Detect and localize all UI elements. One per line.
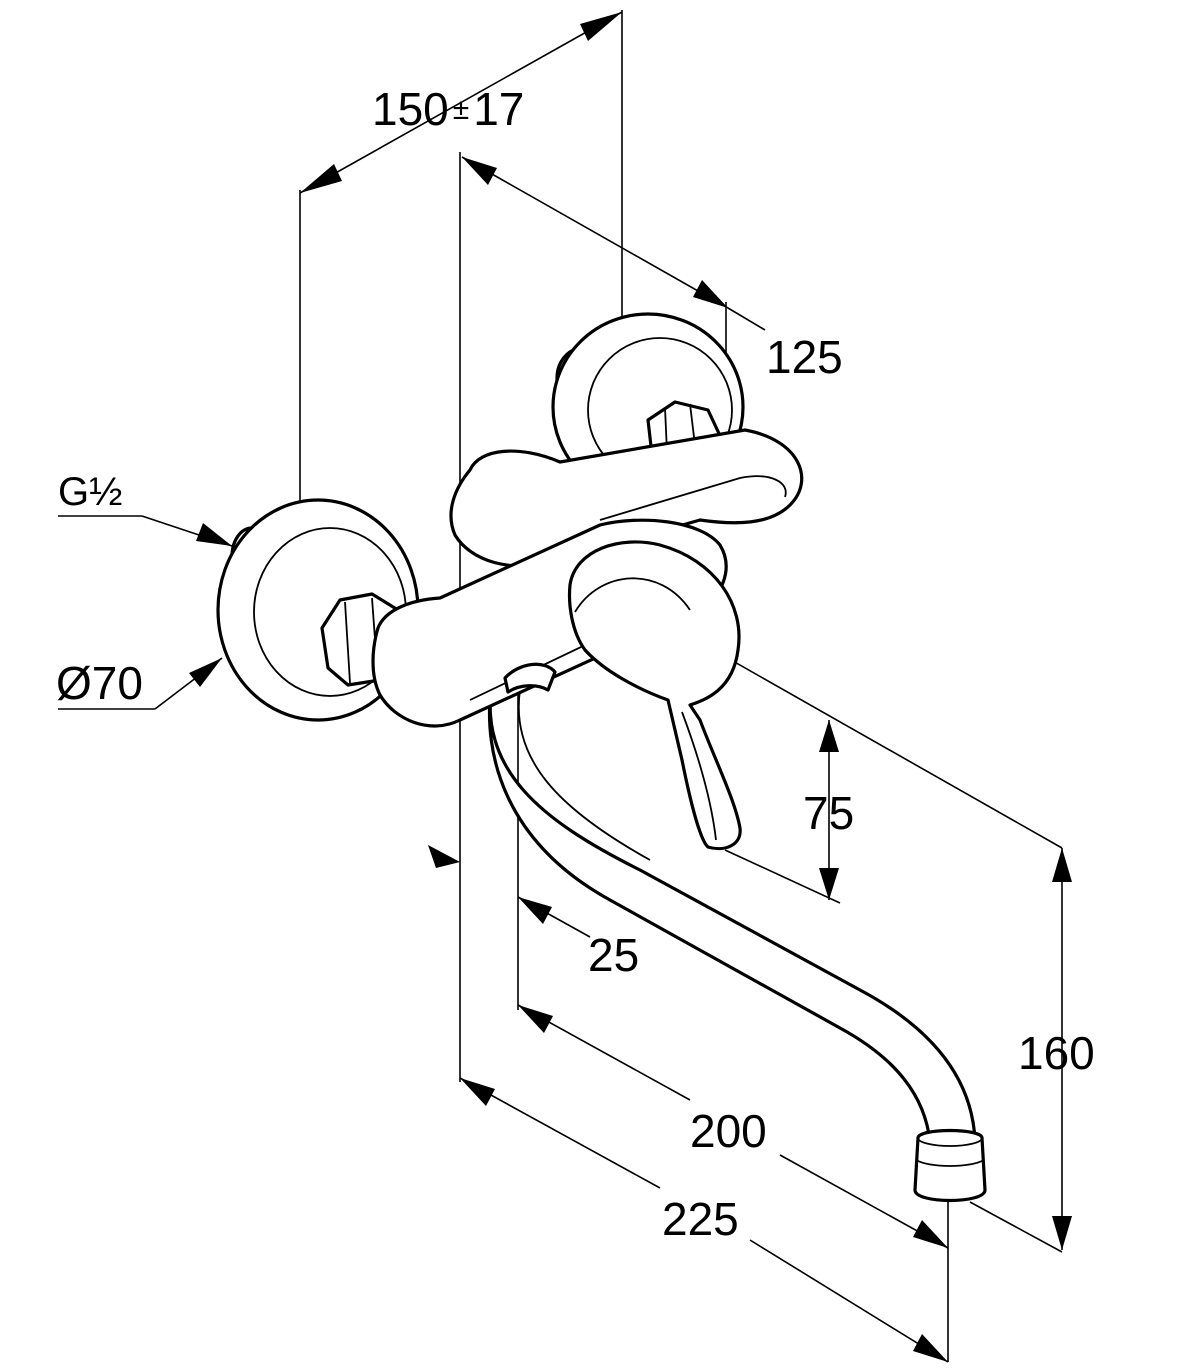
arrow-125-left	[462, 157, 497, 185]
arrow-200-left	[518, 1005, 553, 1033]
arrow-150-left	[300, 164, 342, 193]
arrow-200-right	[913, 1220, 948, 1248]
arrow-wall-marker	[428, 845, 460, 868]
arrow-225-left	[460, 1078, 495, 1106]
tolerance-symbol: ±	[452, 93, 470, 126]
arrow-160-bottom	[1052, 1216, 1072, 1250]
arrow-d70	[189, 658, 222, 687]
dimension-arrows	[189, 12, 1072, 1362]
rear-arm	[449, 428, 804, 568]
arrow-160-top	[1052, 848, 1072, 882]
arrow-25	[518, 897, 552, 924]
dimension-body-to-wall: 125	[766, 331, 843, 383]
swivel-spout	[487, 678, 987, 1203]
dimension-spout-offset: 25	[588, 929, 640, 981]
dimension-tolerance-17: 17	[473, 83, 525, 135]
lever-handle	[567, 540, 742, 851]
arrow-125-right	[693, 280, 728, 308]
arrow-g12	[196, 523, 232, 546]
faucet-illustration	[216, 312, 987, 1203]
dimension-connection-spacing: 150±17	[372, 86, 524, 132]
dimension-spout-reach-inner: 200	[690, 1105, 767, 1157]
dimension-rosette-diameter: Ø70	[56, 657, 143, 709]
arrow-75-bottom	[819, 868, 839, 900]
dimension-value-150: 150	[372, 83, 449, 135]
dimension-lever-height: 75	[803, 787, 855, 839]
dimension-thread: G½	[58, 470, 123, 514]
dimension-spout-reach-outer: 225	[662, 1193, 739, 1245]
arrow-75-top	[819, 720, 839, 752]
arrow-150-right	[580, 12, 622, 41]
dimension-spout-height: 160	[1018, 1027, 1095, 1079]
dimension-lines	[58, 10, 1063, 1363]
arrow-225-right	[913, 1334, 948, 1362]
